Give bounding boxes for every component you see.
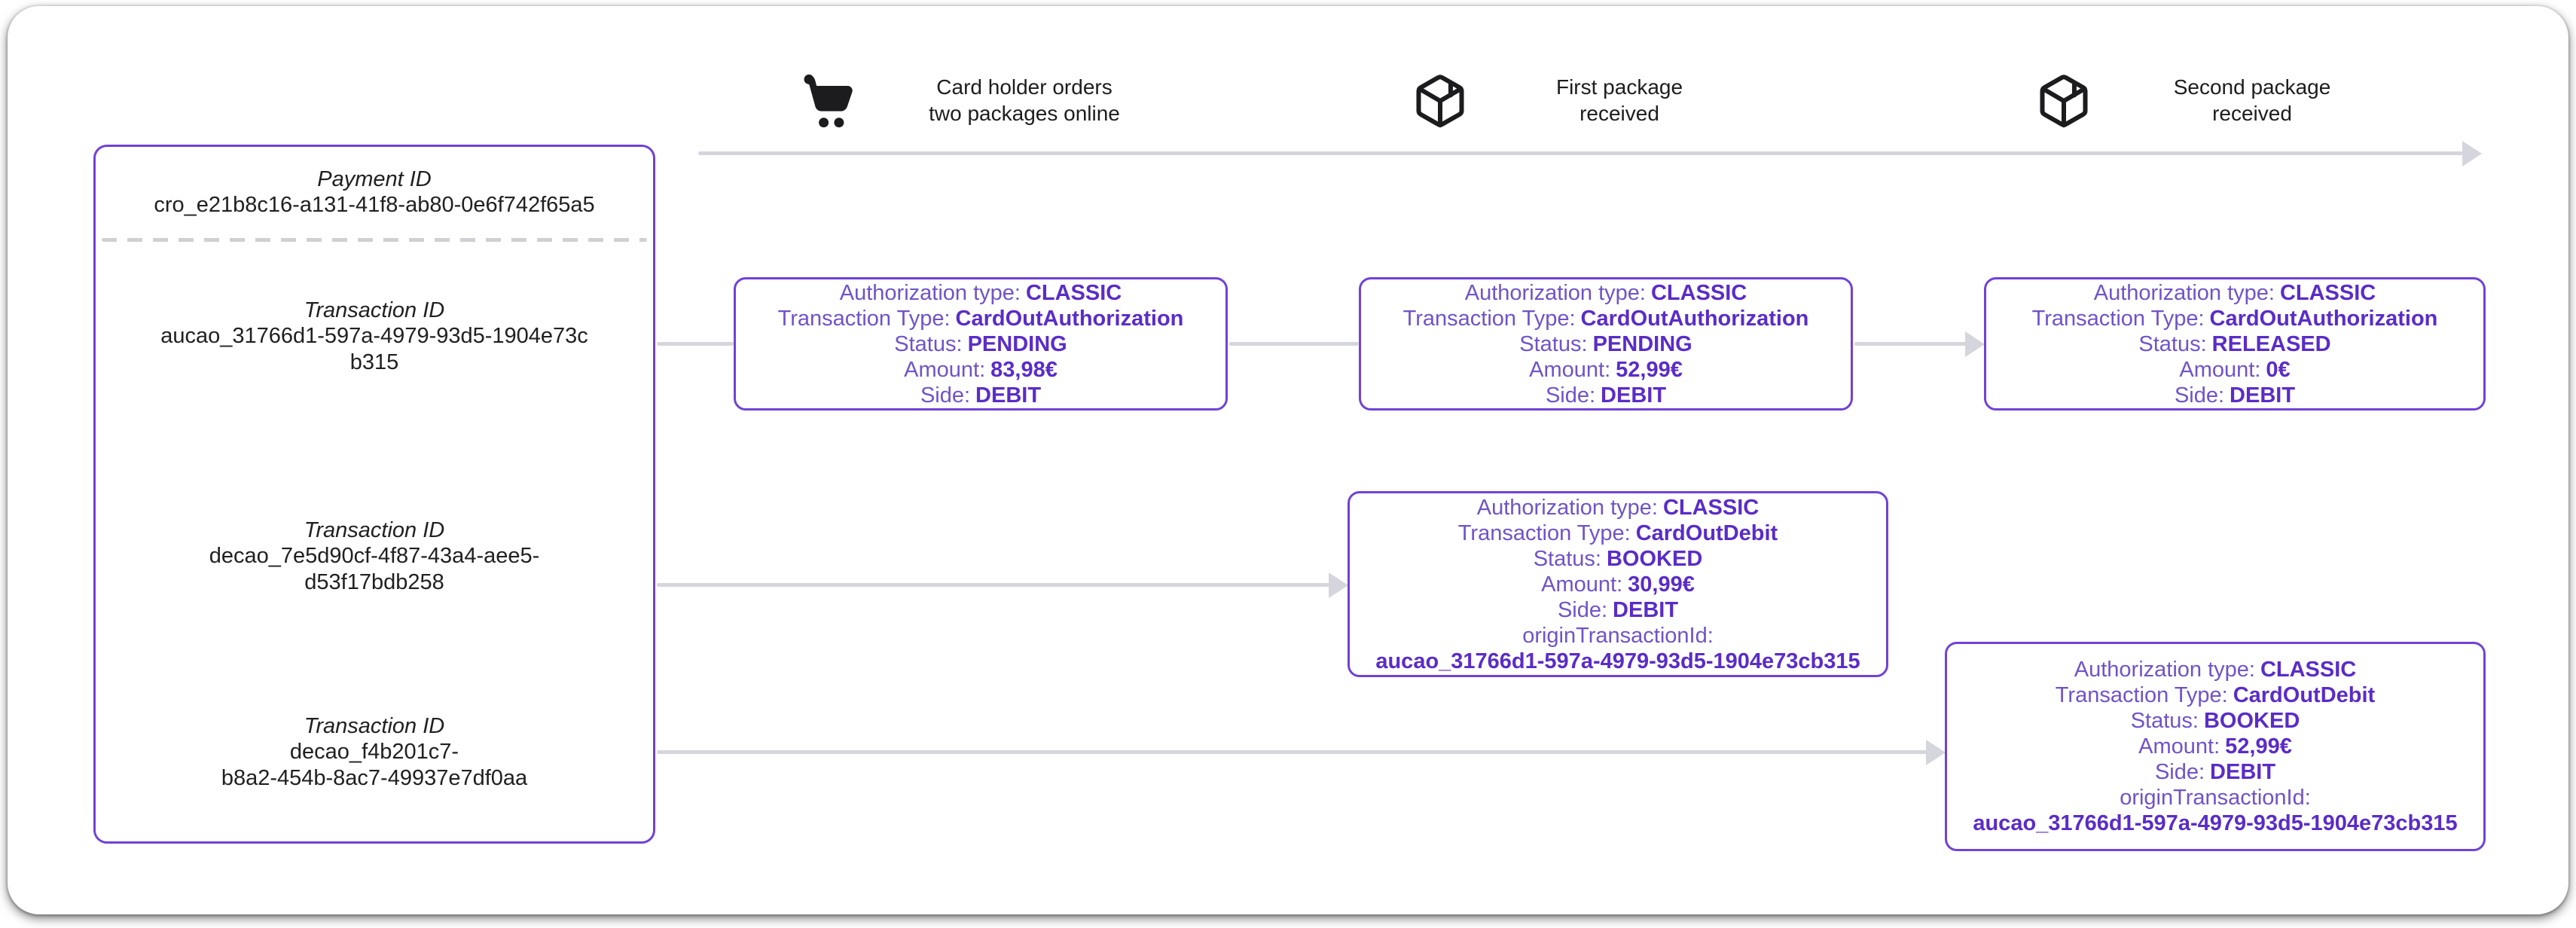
field-value: CLASSIC: [2260, 658, 2357, 682]
field-value: 52,99€: [1616, 357, 1683, 382]
package-icon: [1412, 71, 1469, 131]
transaction-id-label: Transaction ID: [304, 714, 445, 738]
transaction-id-label: Transaction ID: [304, 518, 445, 542]
field-value: aucao_31766d1-597a-4979-93d5-1904e73cb31…: [1375, 649, 1860, 673]
payment-id-label: Payment ID: [317, 167, 432, 191]
shopping-cart-icon: [798, 68, 862, 134]
step-caption-first-package: First package received: [1555, 75, 1683, 125]
field-value: CardOutAuthorization: [1580, 306, 1809, 331]
field-label: Transaction Type:: [2031, 306, 2205, 331]
field-value: BOOKED: [1606, 546, 1703, 571]
field-label: Authorization type:: [2093, 280, 2275, 305]
field-label: Side:: [2154, 760, 2205, 784]
field-value: CLASSIC: [1662, 495, 1760, 520]
connector-auth1-to-auth2: [1229, 342, 1359, 346]
field-value: DEBIT: [975, 383, 1042, 408]
payment-id-block: Payment ID cro_e21b8c16-a131-41f8-ab80-0…: [109, 166, 639, 218]
field-label: Side:: [2174, 383, 2225, 408]
field-value: CLASSIC: [2279, 280, 2376, 305]
field-label: Authorization type:: [1476, 495, 1658, 520]
field-label: Amount:: [2179, 357, 2261, 382]
field-value: DEBIT: [1601, 383, 1667, 408]
field-value: 83,98€: [990, 357, 1058, 382]
field-label: Amount:: [1541, 572, 1623, 597]
field-label: originTransactionId:: [1522, 623, 1714, 648]
field-label: Side:: [1545, 383, 1596, 408]
field-value: 52,99€: [2225, 734, 2292, 759]
field-value: DEBIT: [1613, 597, 1679, 622]
field-label: Side:: [920, 383, 971, 408]
field-label: Transaction Type:: [1457, 520, 1631, 545]
field-label: Status:: [1519, 331, 1588, 356]
field-value: CardOutDebit: [1635, 520, 1778, 545]
field-label: Authorization type:: [1464, 280, 1646, 305]
connector-auth2-to-auth3-arrow: [1854, 342, 1966, 346]
field-value: CLASSIC: [1025, 280, 1122, 305]
field-label: Amount:: [2138, 734, 2220, 759]
field-value: aucao_31766d1-597a-4979-93d5-1904e73cb31…: [1973, 811, 2458, 835]
field-label: originTransactionId:: [2120, 786, 2311, 810]
field-value: CardOutAuthorization: [955, 306, 1184, 331]
field-label: Status:: [894, 331, 963, 356]
package-icon: [2035, 71, 2092, 131]
step-caption-second-package: Second package received: [2173, 75, 2331, 125]
transaction-id-value: decao_f4b201c7- b8a2-454b-8ac7-49937e7df…: [221, 740, 528, 790]
transaction-box-authorization-released: Authorization type:CLASSIC Transaction Ty…: [1984, 277, 2486, 411]
field-label: Transaction Type:: [2055, 683, 2228, 707]
connector-panel-to-debit1-arrow: [657, 583, 1329, 587]
step-caption-order: Card holder orders two packages online: [929, 75, 1120, 125]
panel-dashed-divider: [102, 238, 647, 242]
field-value: 30,99€: [1628, 572, 1695, 597]
field-label: Status:: [1533, 546, 1601, 571]
field-value: CardOutDebit: [2233, 683, 2376, 707]
field-label: Amount:: [1529, 357, 1611, 382]
field-label: Transaction Type:: [777, 306, 951, 331]
payment-id-panel: Payment ID cro_e21b8c16-a131-41f8-ab80-0…: [93, 145, 655, 844]
field-value: CardOutAuthorization: [2209, 306, 2438, 331]
field-value: DEBIT: [2230, 383, 2296, 408]
transaction-id-block: Transaction ID decao_f4b201c7- b8a2-454b…: [109, 713, 639, 792]
connector-panel-to-auth1: [657, 342, 734, 346]
field-label: Status:: [2138, 331, 2207, 356]
transaction-id-block: Transaction ID aucao_31766d1-597a-4979-9…: [109, 298, 639, 376]
field-value: PENDING: [967, 331, 1067, 356]
timeline-arrow: [698, 151, 2463, 155]
field-label: Status:: [2130, 709, 2199, 733]
field-value: PENDING: [1592, 331, 1692, 356]
transaction-box-authorization-1: Authorization type:CLASSIC Transaction Ty…: [734, 277, 1228, 411]
connector-panel-to-debit2-arrow: [657, 750, 1927, 754]
field-value: CLASSIC: [1650, 280, 1747, 305]
field-value: 0€: [2266, 357, 2291, 382]
transaction-box-debit-1: Authorization type:CLASSIC Transaction Ty…: [1348, 491, 1888, 677]
transaction-id-value: aucao_31766d1-597a-4979-93d5-1904e73c b3…: [160, 324, 588, 374]
field-label: Side:: [1557, 597, 1608, 622]
transaction-id-block: Transaction ID decao_7e5d90cf-4f87-43a4-…: [109, 517, 639, 596]
field-label: Authorization type:: [839, 280, 1021, 305]
field-label: Amount:: [904, 357, 986, 382]
field-value: DEBIT: [2210, 760, 2276, 784]
transaction-id-value: decao_7e5d90cf-4f87-43a4-aee5- d53f17bdb…: [209, 544, 540, 594]
transaction-box-debit-2: Authorization type:CLASSIC Transaction Ty…: [1945, 642, 2486, 851]
field-label: Authorization type:: [2074, 658, 2255, 682]
field-value: BOOKED: [2203, 709, 2300, 733]
field-value: RELEASED: [2211, 331, 2331, 356]
transaction-id-label: Transaction ID: [304, 298, 445, 322]
field-label: Transaction Type:: [1402, 306, 1576, 331]
transaction-box-authorization-2: Authorization type:CLASSIC Transaction Ty…: [1359, 277, 1853, 411]
payment-id-value: cro_e21b8c16-a131-41f8-ab80-0e6f742f65a5: [154, 193, 595, 217]
